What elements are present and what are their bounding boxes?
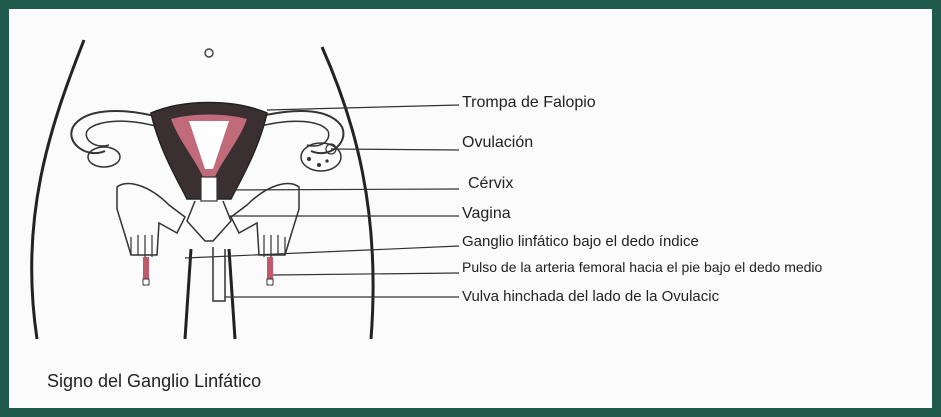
navel — [204, 48, 214, 58]
fallopian-tube-left — [70, 110, 160, 155]
leg-line-right — [227, 248, 237, 340]
pulse-marker-right — [267, 257, 273, 281]
hand-left — [116, 182, 186, 256]
label-ovulacion: Ovulación — [462, 134, 534, 151]
ovary-dot-2 — [317, 163, 321, 167]
leader-ovulacion — [330, 148, 460, 151]
anatomy-diagram — [30, 39, 460, 340]
diagram-caption: Signo del Ganglio Linfático — [47, 371, 262, 391]
leader-pulso — [272, 272, 460, 276]
label-pulso-arteria-femoral: Pulso de la arteria femoral hacia el pie… — [462, 259, 823, 275]
vagina — [186, 200, 232, 242]
label-ganglio-linfatico: Ganglio linfático bajo el dedo índice — [462, 233, 699, 250]
fallopian-tube-right — [256, 110, 345, 154]
vulva — [212, 247, 226, 302]
body-outline-left — [30, 39, 86, 340]
body-outline-right — [320, 46, 375, 340]
leader-cervix — [216, 188, 460, 191]
ovary-left — [87, 146, 121, 168]
leader-ganglio — [184, 245, 460, 259]
label-cervix: Cérvix — [468, 175, 514, 192]
leader-trompa — [266, 104, 460, 111]
pulse-marker-right-tip — [266, 278, 274, 286]
fallopian-tube-left-inner — [85, 120, 160, 147]
label-trompa-de-falopio: Trompa de Falopio — [462, 94, 596, 111]
ovary-right — [300, 142, 342, 172]
hand-left-fingers — [130, 235, 153, 257]
uterus-cavity-core — [189, 121, 229, 169]
ovary-dot-3 — [325, 159, 329, 163]
label-vulva-hinchada: Vulva hinchada del lado de la Ovulacic — [462, 288, 720, 305]
leg-line-left — [183, 248, 193, 340]
fallopian-tube-right-inner — [256, 120, 330, 147]
label-vagina: Vagina — [462, 205, 511, 222]
cervix — [200, 176, 218, 202]
hand-right — [230, 182, 300, 256]
pulse-marker-left — [143, 257, 149, 281]
ovary-dot-1 — [307, 157, 311, 161]
hand-right-fingers — [263, 235, 286, 257]
pulse-marker-left-tip — [142, 278, 150, 286]
